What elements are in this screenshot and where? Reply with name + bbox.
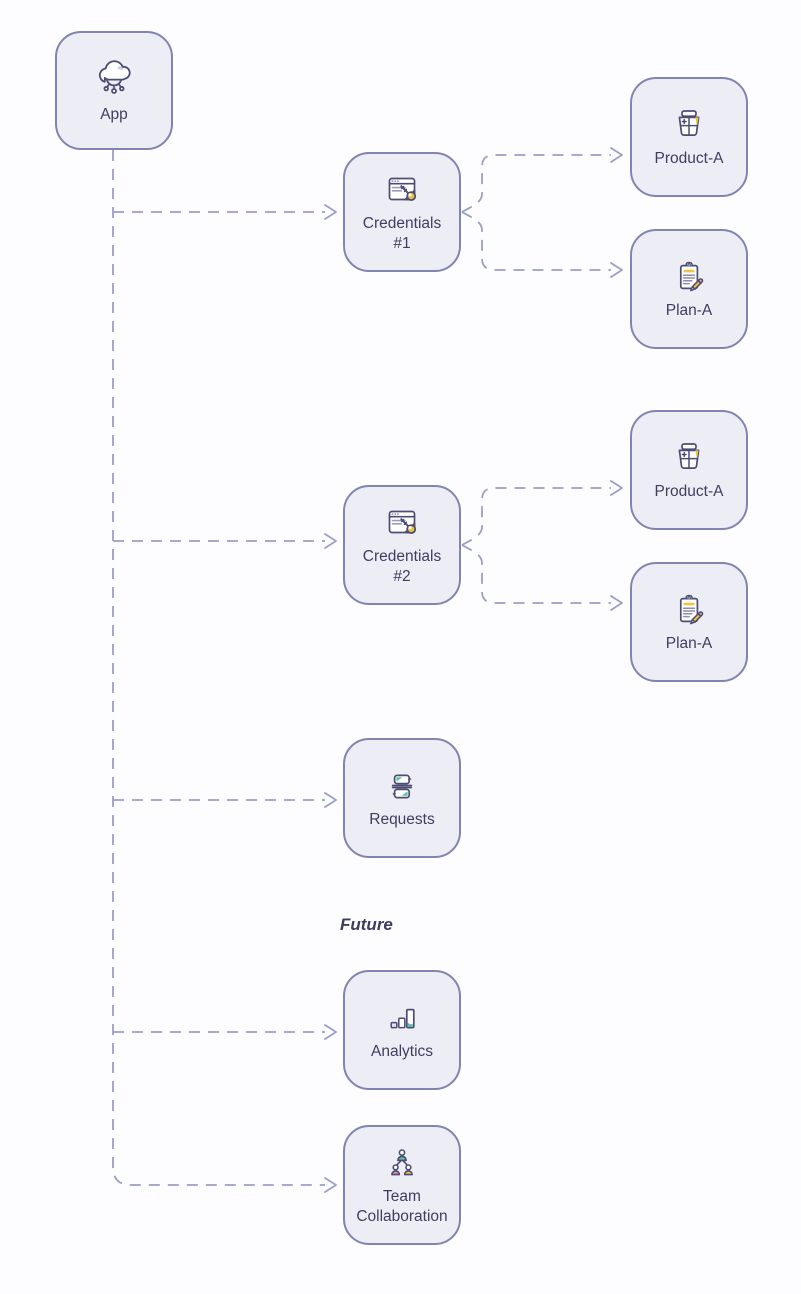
node-label: Credentials #1 [362,215,442,252]
node-plan-a-1: Plan-A [630,229,748,349]
node-label: Plan-A [665,635,713,653]
edge-app-credentials-2 [113,533,337,549]
node-label: Plan-A [665,302,713,320]
cloud-network-icon [98,60,131,94]
clipboard-pencil-icon [679,595,704,625]
edge-credentials-1-plan-a-1 [461,211,623,278]
team-org-icon [391,1149,413,1176]
sync-arrows-icon [391,774,413,799]
node-app: App [55,31,173,150]
node-label: App [100,105,128,123]
edge-app-credentials-1 [113,204,337,220]
edge-app-requests [113,792,337,808]
node-label: Analytics [370,1043,434,1061]
product-box-icon [678,110,700,137]
node-product-a-2: Product-A [630,410,748,530]
node-product-a-1: Product-A [630,77,748,197]
browser-key-icon [388,511,417,535]
product-box-icon [678,443,700,470]
node-credentials-1: Credentials #1 [343,152,461,272]
node-label: Requests [369,811,435,829]
node-requests: Requests [343,738,461,858]
browser-key-icon [388,178,417,202]
edge-app-team-collaboration [112,150,337,1193]
node-label: Team Collaboration [356,1188,448,1225]
node-team-collaboration: Team Collaboration [343,1125,461,1245]
clipboard-pencil-icon [679,262,704,292]
node-label: Product-A [654,483,724,501]
node-label: Credentials #2 [362,548,442,585]
bar-chart-icon [390,1008,415,1029]
edge-credentials-2-plan-a-2 [461,544,623,611]
future-section-label: Future [340,915,393,934]
node-label: Product-A [654,150,724,168]
edge-credentials-2-product-a-2 [461,480,623,546]
node-plan-a-2: Plan-A [630,562,748,682]
node-analytics: Analytics [343,970,461,1090]
edge-credentials-1-product-a-1 [461,147,623,213]
edge-app-analytics [113,1024,337,1040]
node-credentials-2: Credentials #2 [343,485,461,605]
